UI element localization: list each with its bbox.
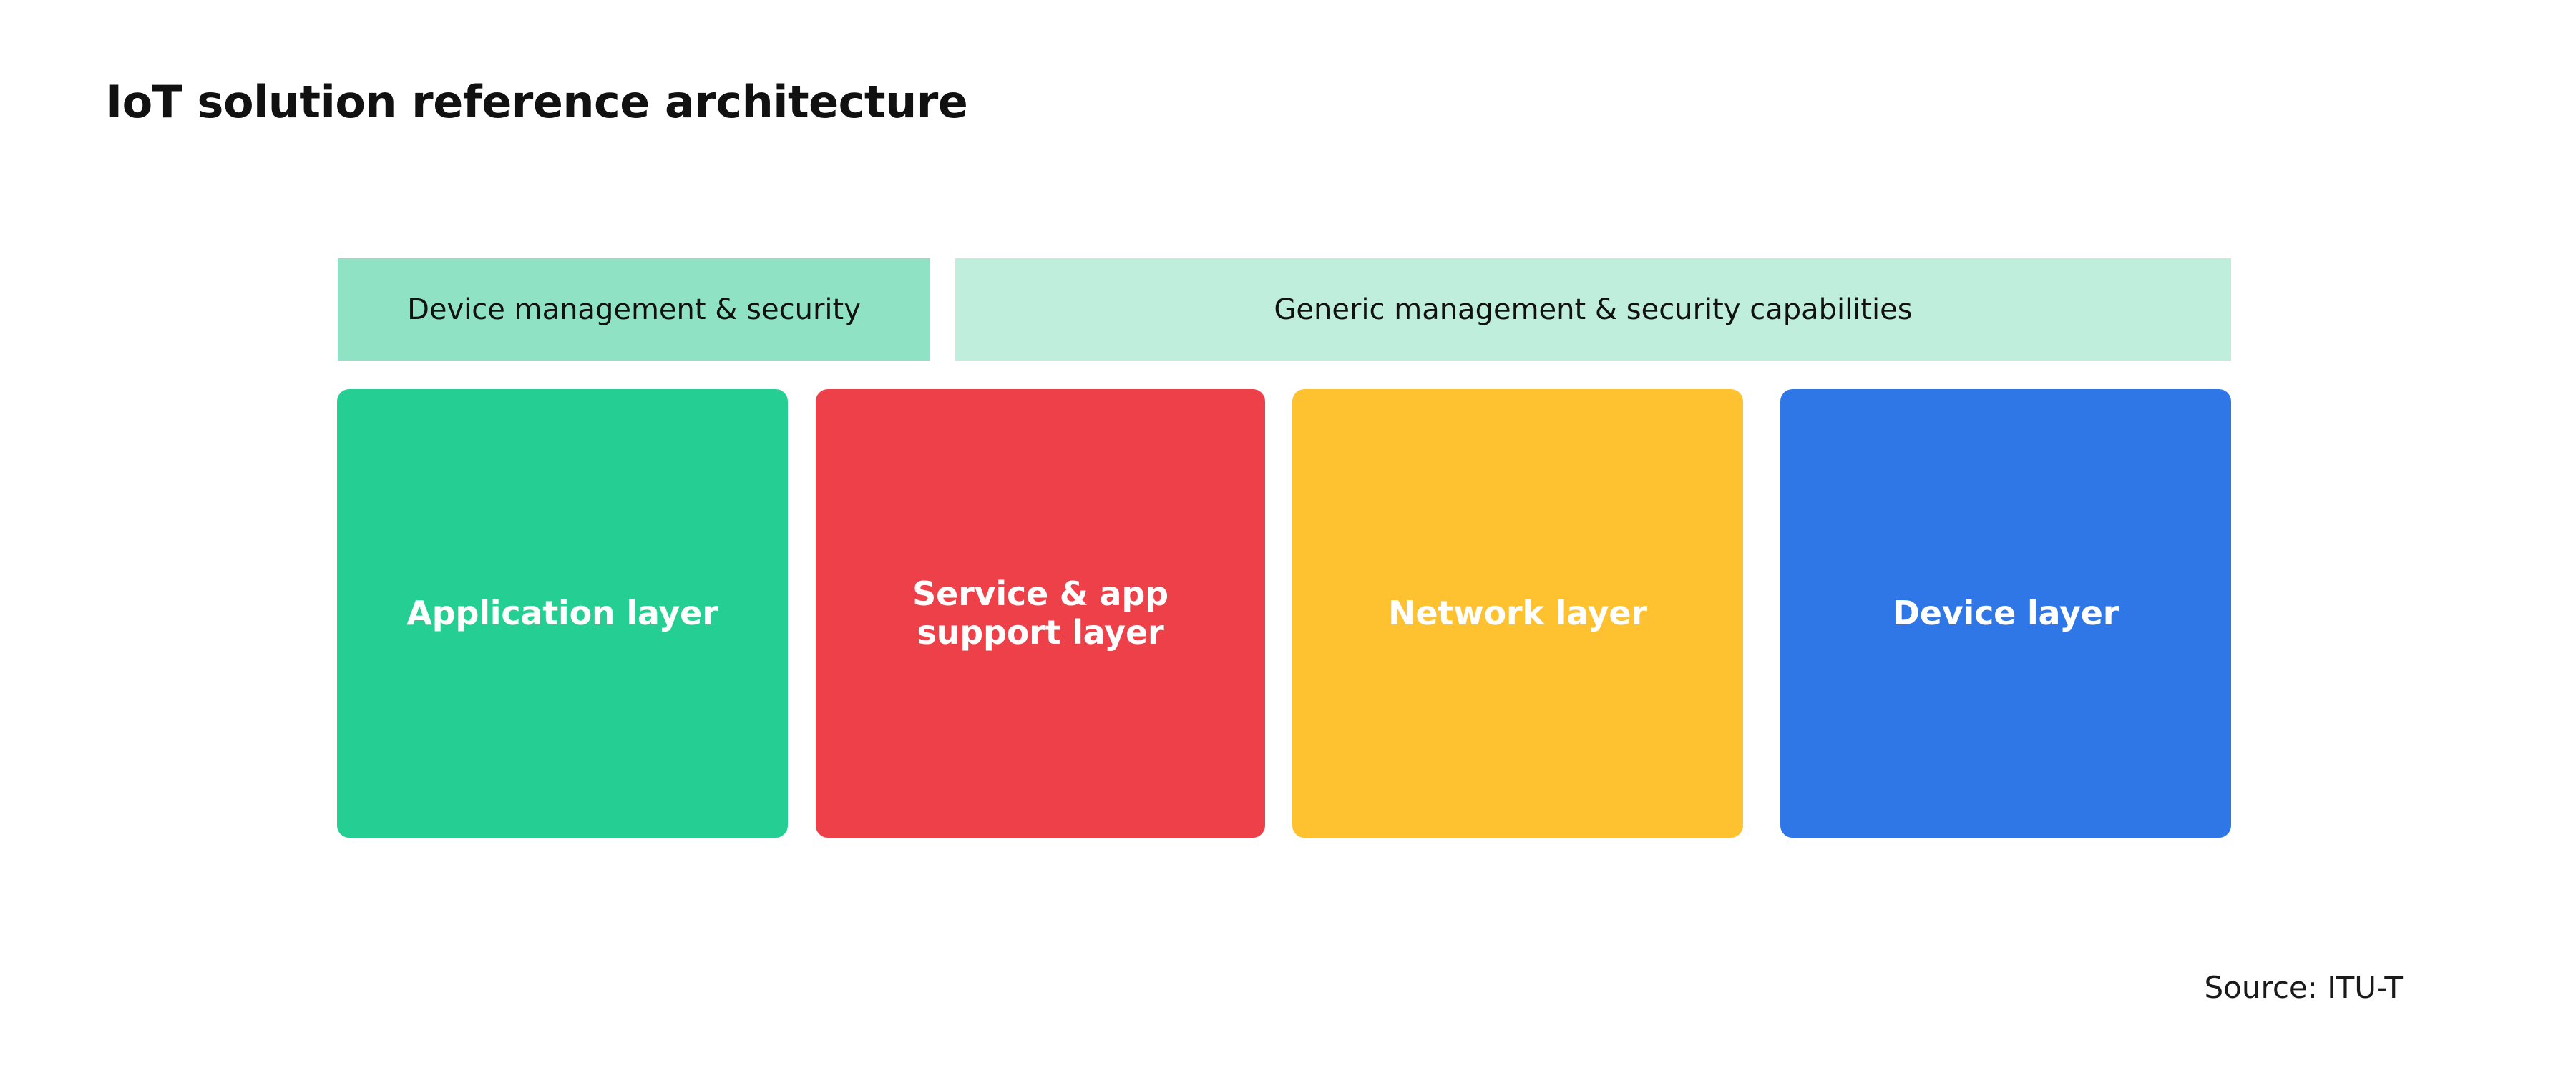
- banner-label: Device management & security: [407, 293, 861, 326]
- layer-card-application: Application layer: [337, 389, 788, 838]
- banner-label: Generic management & security capabiliti…: [1274, 293, 1913, 326]
- layer-card-label-line1: Service & app: [912, 574, 1169, 614]
- layer-card-label: Network layer: [1388, 593, 1647, 632]
- page-title: IoT solution reference architecture: [106, 76, 968, 128]
- banner-generic-management-capabilities: Generic management & security capabiliti…: [955, 258, 2231, 361]
- layer-card-device: Device layer: [1780, 389, 2231, 838]
- layer-card-label: Device layer: [1892, 593, 2119, 632]
- management-banner-row: Device management & security Generic man…: [338, 258, 2231, 361]
- layer-card-label-line2: support layer: [917, 612, 1164, 652]
- source-attribution: Source: ITU-T: [2204, 970, 2404, 1005]
- layer-card-network: Network layer: [1292, 389, 1743, 838]
- layer-card-label: Application layer: [406, 593, 718, 632]
- banner-device-management-security: Device management & security: [338, 258, 930, 361]
